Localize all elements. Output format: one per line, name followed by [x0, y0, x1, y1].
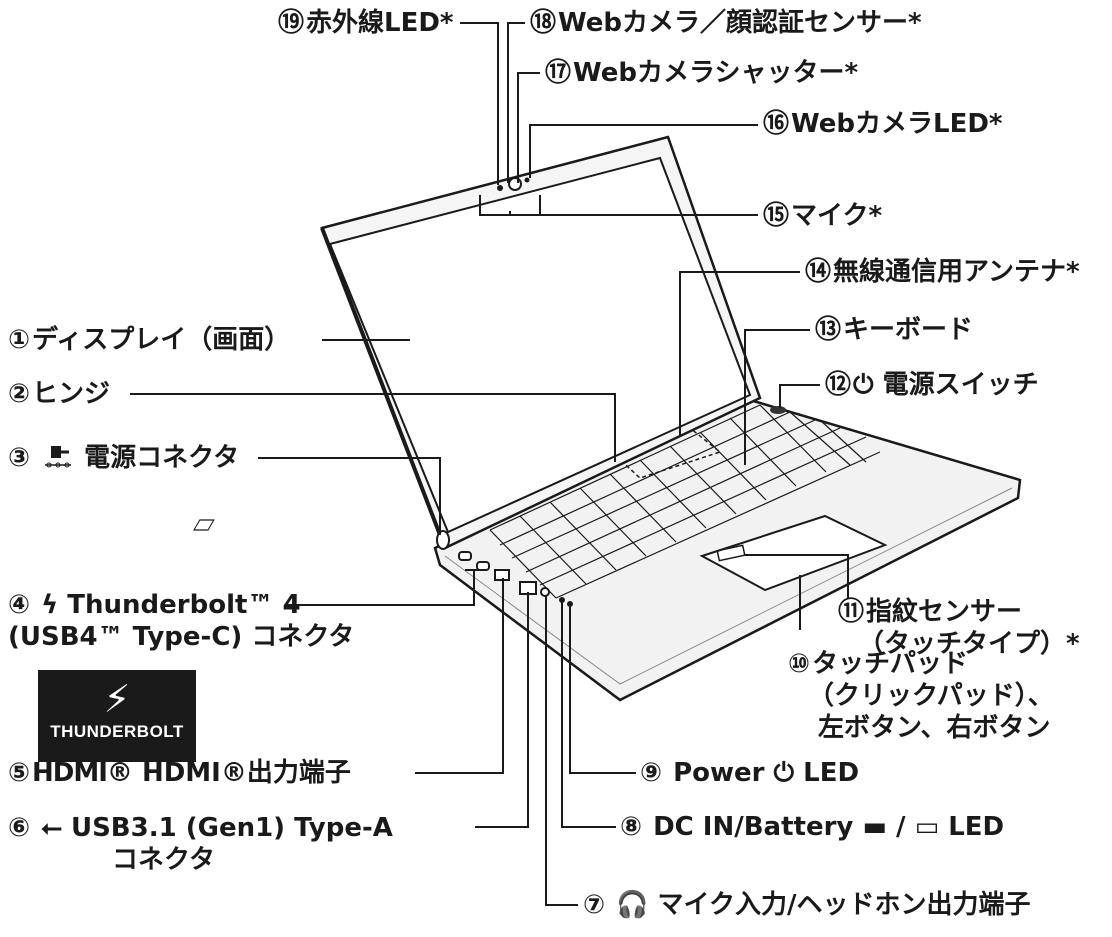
label-number: ⑩	[788, 649, 811, 679]
display-screen	[328, 156, 752, 534]
label-hdmi: ⑤HDMI® HDMI®出力端子	[8, 758, 351, 788]
label-text: 無線通信用アンテナ*	[833, 257, 1080, 287]
label-number: ②	[8, 379, 31, 409]
usb-icon: ⭠	[41, 813, 62, 843]
thunderbolt-bolt-icon: ⚡	[103, 677, 131, 721]
label-text: ⏻ 電源スイッチ	[853, 370, 1039, 400]
label-text-line2: （タッチタイプ）*	[858, 629, 1080, 659]
label-dcin-battery: ⑧ DC IN/Battery ▬ / ▭ LED	[620, 811, 1004, 843]
label-number: ⑫	[825, 370, 852, 400]
label-number: ⑭	[805, 257, 832, 287]
label-text-line1: USB3.1 (Gen1) Type-A	[70, 813, 393, 843]
label-microphone: ⑮マイク*	[763, 200, 882, 232]
label-power-switch: ⑫⏻ 電源スイッチ	[825, 369, 1039, 401]
label-text: Power ⏻ LED	[673, 758, 860, 788]
label-text: マイク入力/ヘッドホン出力端子	[657, 890, 1031, 920]
laptop-base	[193, 398, 1022, 702]
label-usb: ⑥ ⭠ USB3.1 (Gen1) Type-A コネクタ	[8, 812, 393, 876]
label-text: マイク*	[791, 201, 883, 231]
label-text: 赤外線LED*	[306, 8, 454, 38]
fingerprint-sensor	[716, 544, 746, 562]
label-text: Webカメラシャッター*	[573, 58, 859, 88]
label-number: ⑤	[8, 758, 31, 788]
label-text-line2: (USB4™ Type-C) コネクタ	[8, 622, 355, 652]
thunderbolt-logo: ⚡ THUNDERBOLT	[38, 670, 196, 762]
label-thunderbolt: ④ ϟ Thunderbolt™ 4 (USB4™ Type-C) コネクタ	[8, 589, 354, 653]
power-button	[770, 406, 786, 414]
label-text-line3: 左ボタン、右ボタン	[818, 713, 1051, 743]
label-text: WebカメラLED*	[791, 109, 1003, 139]
label-number: ⑨	[640, 758, 663, 788]
label-number: ①	[8, 325, 31, 355]
battery-icon: ▬	[853, 812, 897, 842]
webcam	[508, 177, 522, 191]
label-text: キーボード	[843, 315, 974, 345]
thunderbolt-icon: ϟ	[41, 590, 59, 620]
label-text: HDMI®出力端子	[141, 758, 351, 788]
label-display: ①ディスプレイ（画面）	[8, 324, 290, 356]
label-ir-led: ⑲赤外線LED*	[278, 7, 454, 39]
laptop-lid	[320, 135, 762, 550]
label-text-line2: コネクタ	[112, 845, 215, 875]
label-text-line1: 指紋センサー	[866, 597, 1023, 627]
leader-lines	[130, 22, 849, 906]
label-hinge: ②ヒンジ	[8, 378, 110, 410]
label-text: DC IN/Battery	[653, 812, 854, 842]
label-antenna: ⑭無線通信用アンテナ*	[805, 256, 1080, 288]
label-number: ⑬	[815, 315, 842, 345]
touchpad	[699, 514, 888, 592]
label-number: ⑮	[763, 201, 790, 231]
label-mic-headphone: ⑦ 🎧 マイク入力/ヘッドホン出力端子	[583, 889, 1031, 921]
label-text: ヒンジ	[32, 379, 111, 409]
label-suffix: / ▭ LED	[896, 812, 1005, 842]
label-number: ⑲	[278, 8, 305, 38]
keyboard-keys	[489, 404, 881, 599]
antenna-region	[613, 427, 722, 479]
label-webcam-shutter: ⑰Webカメラシャッター*	[545, 57, 858, 89]
hdmi-logo: HDMI	[32, 758, 108, 788]
label-text-line1: Thunderbolt™ 4	[67, 590, 301, 620]
label-number: ⑥	[8, 813, 31, 843]
keyboard	[193, 519, 215, 531]
label-number: ⑦	[583, 890, 606, 920]
thunderbolt-wordmark: THUNDERBOLT	[50, 722, 184, 741]
label-number: ④	[8, 590, 31, 620]
label-touchpad: ⑩タッチパッド （クリックパッド）、 左ボタン、右ボタン	[788, 648, 1054, 744]
side-ports	[436, 530, 573, 607]
label-fingerprint: ⑪指紋センサー （タッチタイプ）*	[838, 596, 1080, 660]
label-text: 電源コネクタ	[84, 443, 240, 473]
label-number: ③	[8, 443, 31, 473]
label-number: ⑯	[763, 109, 790, 139]
headset-icon: 🎧	[616, 890, 649, 920]
label-number: ⑧	[620, 812, 643, 842]
label-text: Webカメラ／顔認証センサー*	[558, 8, 922, 38]
label-text-line2: （クリックパッド）、	[808, 681, 1054, 711]
label-keyboard: ⑬キーボード	[815, 314, 973, 346]
label-text: ディスプレイ（画面）	[32, 325, 291, 355]
label-number: ⑰	[545, 58, 572, 88]
label-webcam-face-sensor: ⑱Webカメラ／顔認証センサー*	[530, 7, 922, 39]
label-number: ⑱	[530, 8, 557, 38]
label-power-led: ⑨ Power ⏻ LED	[640, 757, 859, 789]
dc-in-plug-icon	[41, 443, 75, 475]
label-webcam-led: ⑯WebカメラLED*	[763, 108, 1003, 140]
label-text-line1: タッチパッド	[812, 649, 969, 679]
label-power-connector: ③ 電源コネクタ	[8, 442, 239, 475]
ir-led	[497, 185, 503, 191]
label-number: ⑪	[838, 597, 865, 627]
webcam-led	[524, 177, 530, 183]
